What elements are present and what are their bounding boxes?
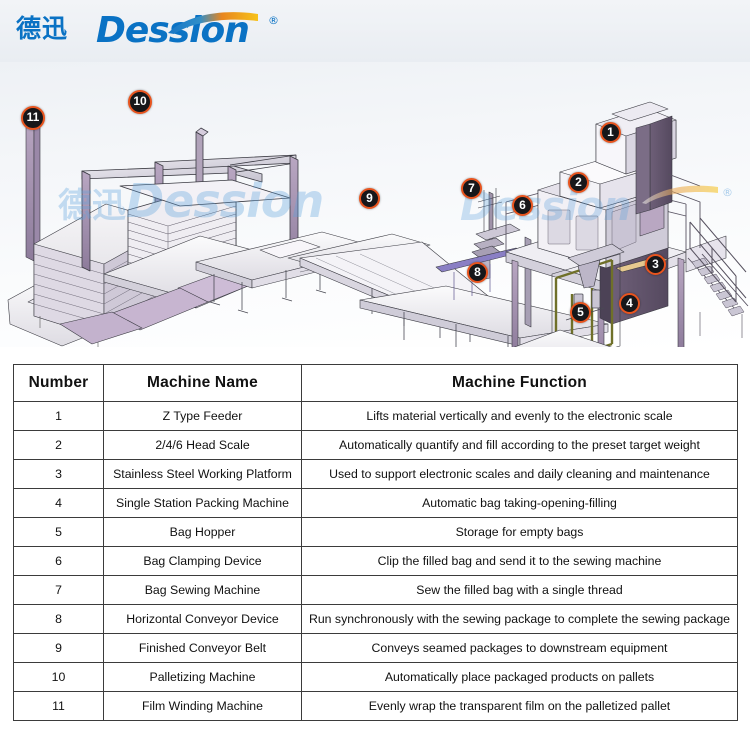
cell-machine-function: Automatically quantify and fill accordin…	[301, 430, 738, 460]
callout-marker-7[interactable]: 7	[461, 178, 482, 199]
callout-marker-10[interactable]: 10	[128, 90, 152, 114]
cell-number: 1	[13, 401, 104, 431]
watermark-text-secondary: Dession	[460, 184, 632, 230]
cell-machine-function: Automatic bag taking-opening-filling	[301, 488, 738, 518]
watermark-chinese-text: 德迅	[58, 186, 126, 226]
cell-machine-function: Clip the filled bag and send it to the s…	[301, 546, 738, 576]
cell-number: 6	[13, 546, 104, 576]
cell-machine-name: Bag Sewing Machine	[103, 575, 302, 605]
callout-marker-9[interactable]: 9	[359, 188, 380, 209]
brand-logo-chinese-text: 德迅	[16, 14, 69, 43]
cell-machine-name: Single Station Packing Machine	[103, 488, 302, 518]
table-header-row: Number Machine Name Machine Function	[13, 364, 738, 402]
cell-machine-name: Z Type Feeder	[103, 401, 302, 431]
cell-machine-name: 2/4/6 Head Scale	[103, 430, 302, 460]
cell-machine-function: Lifts material vertically and evenly to …	[301, 401, 738, 431]
callout-marker-8[interactable]: 8	[467, 262, 488, 283]
cell-machine-function: Used to support electronic scales and da…	[301, 459, 738, 489]
cell-machine-function: Sew the filled bag with a single thread	[301, 575, 738, 605]
cell-machine-name: Bag Hopper	[103, 517, 302, 547]
brand-logo-english-text: Dession	[96, 10, 250, 51]
cell-number: 8	[13, 604, 104, 634]
cell-number: 5	[13, 517, 104, 547]
cell-machine-function: Automatically place packaged products on…	[301, 662, 738, 692]
watermark-text: 德迅Dession	[58, 174, 324, 228]
brand-logo: 德迅 Dession ®	[16, 6, 286, 56]
cell-number: 2	[13, 430, 104, 460]
watermark-english-text: Dession	[126, 174, 324, 228]
cell-machine-name: Horizontal Conveyor Device	[103, 604, 302, 634]
callout-marker-5[interactable]: 5	[570, 302, 591, 323]
callout-marker-3[interactable]: 3	[645, 254, 666, 275]
cell-number: 10	[13, 662, 104, 692]
cell-machine-function: Storage for empty bags	[301, 517, 738, 547]
cell-number: 11	[13, 691, 104, 721]
logo-band: 德迅 Dession ®	[0, 0, 750, 62]
cell-machine-name: Film Winding Machine	[103, 691, 302, 721]
cell-number: 4	[13, 488, 104, 518]
cell-number: 3	[13, 459, 104, 489]
cell-machine-name: Stainless Steel Working Platform	[103, 459, 302, 489]
registered-trademark-icon: ®	[268, 14, 279, 27]
cell-machine-name: Finished Conveyor Belt	[103, 633, 302, 663]
callout-marker-6[interactable]: 6	[512, 195, 533, 216]
cell-machine-function: Evenly wrap the transparent film on the …	[301, 691, 738, 721]
machine-line-illustration	[7, 101, 749, 347]
column-header-machine-name: Machine Name	[103, 364, 302, 402]
cell-machine-name: Bag Clamping Device	[103, 546, 302, 576]
column-header-machine-function: Machine Function	[301, 364, 738, 402]
watermark-english-text-secondary: Dession	[460, 184, 632, 230]
watermark-registered-mark-icon: ®	[722, 186, 733, 199]
cell-number: 9	[13, 633, 104, 663]
cell-machine-function: Conveys seamed packages to downstream eq…	[301, 633, 738, 663]
column-header-number: Number	[13, 364, 104, 402]
callout-marker-11[interactable]: 11	[21, 106, 45, 130]
cell-number: 7	[13, 575, 104, 605]
cell-machine-name: Palletizing Machine	[103, 662, 302, 692]
callout-marker-4[interactable]: 4	[619, 293, 640, 314]
callout-marker-2[interactable]: 2	[568, 172, 589, 193]
callout-marker-1[interactable]: 1	[600, 122, 621, 143]
watermark-swoosh-icon	[642, 185, 718, 204]
machine-line-diagram: 德迅Dession Dession ® 1 2 3 4 5 6 7 8 9 10…	[0, 62, 750, 347]
cell-machine-function: Run synchronously with the sewing packag…	[301, 604, 738, 634]
